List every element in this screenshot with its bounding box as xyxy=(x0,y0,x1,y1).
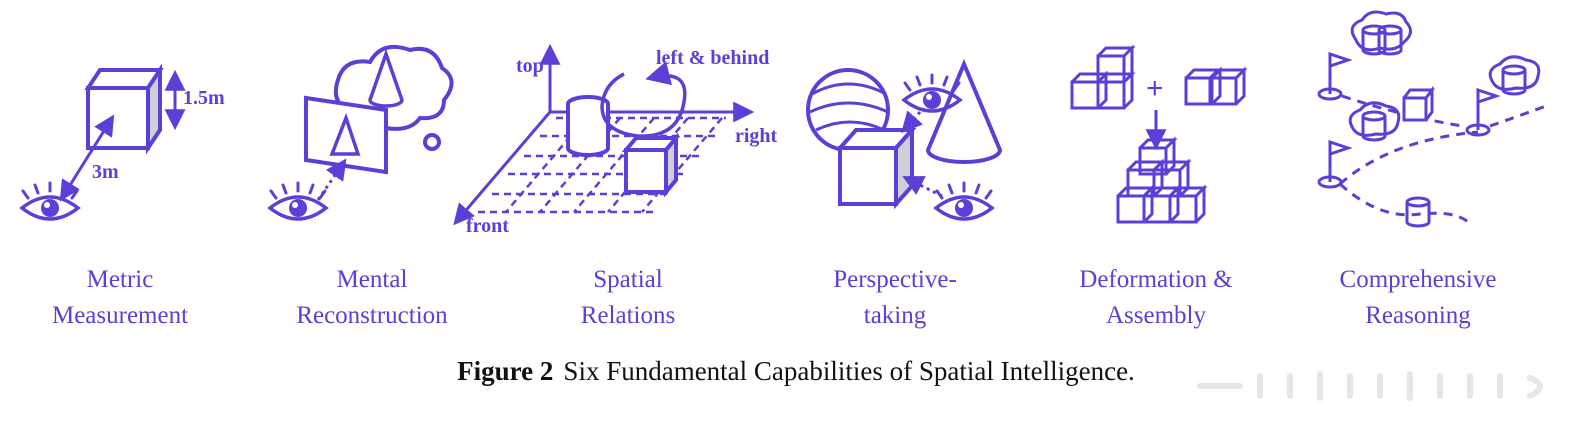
cone-icon xyxy=(368,48,404,108)
axis-front xyxy=(453,111,552,226)
thought-bubble-icon xyxy=(423,133,441,151)
blocks-assembled xyxy=(1116,138,1206,224)
eye-icon xyxy=(934,181,994,221)
cylinder-icon xyxy=(1405,196,1431,228)
front-label: front xyxy=(466,215,509,237)
relation-arrow xyxy=(600,61,687,138)
triangle-icon xyxy=(329,112,361,156)
label-deformation-assembly: Deformation & Assembly xyxy=(1036,262,1276,334)
label-line2: Reconstruction xyxy=(296,302,448,329)
label-metric-measurement: Metric Measurement xyxy=(0,262,240,334)
cube-icon xyxy=(621,132,681,198)
top-label: top xyxy=(516,55,544,77)
cube-icon xyxy=(835,124,917,210)
cube-icon xyxy=(1402,85,1435,122)
spatial-relations-illustration: top left & behind right front xyxy=(453,43,778,237)
label-line2: Measurement xyxy=(51,302,189,329)
label-line2: Relations xyxy=(580,302,676,329)
cylinder-icon xyxy=(566,95,610,157)
label-line1: Comprehensive xyxy=(1339,266,1497,293)
label-line2: Assembly xyxy=(1106,302,1206,329)
mental-reconstruction-illustration xyxy=(268,45,454,221)
flag-icon xyxy=(1465,88,1498,137)
label-line1: Metric xyxy=(86,266,154,293)
figure-caption: Figure 2 Six Fundamental Capabilities of … xyxy=(0,356,1592,387)
label-spatial-relations: Spatial Relations xyxy=(508,262,748,334)
distance-arrow xyxy=(59,114,115,202)
left-behind-label: left & behind xyxy=(656,47,769,69)
label-line1: Deformation & xyxy=(1079,266,1233,293)
flag-icon xyxy=(1317,52,1350,101)
figure-label: Figure 2 xyxy=(457,356,554,386)
path-route xyxy=(1338,94,1547,227)
label-perspective-taking: Perspective- taking xyxy=(775,262,1015,334)
label-line1: Mental xyxy=(336,266,408,293)
plus-sign: + xyxy=(1146,72,1164,105)
right-label: right xyxy=(735,125,778,147)
label-line2: Reasoning xyxy=(1365,302,1471,329)
metric-measurement-illustration: 1.5m 3m xyxy=(20,63,225,221)
label-line2: taking xyxy=(863,302,927,329)
watermark-mark xyxy=(1197,371,1543,401)
projection-plane-icon xyxy=(304,95,388,175)
comprehensive-reasoning-illustration xyxy=(1317,10,1547,228)
eye-icon xyxy=(268,181,328,221)
distance-label: 3m xyxy=(92,161,119,183)
cone-icon xyxy=(925,58,1003,164)
label-comprehensive-reasoning: Comprehensive Reasoning xyxy=(1298,262,1538,334)
height-label: 1.5m xyxy=(183,87,225,109)
perspective-taking-illustration xyxy=(806,58,1003,221)
deformation-assembly-illustration: + xyxy=(1070,46,1246,224)
eye-icon xyxy=(902,73,962,113)
blocks-group-right xyxy=(1184,68,1246,106)
label-line1: Spatial xyxy=(593,266,663,293)
caption-text: Six Fundamental Capabilities of Spatial … xyxy=(563,356,1135,386)
label-mental-reconstruction: Mental Reconstruction xyxy=(252,262,492,334)
label-line1: Perspective- xyxy=(833,266,957,293)
blocks-group-left xyxy=(1070,46,1134,110)
